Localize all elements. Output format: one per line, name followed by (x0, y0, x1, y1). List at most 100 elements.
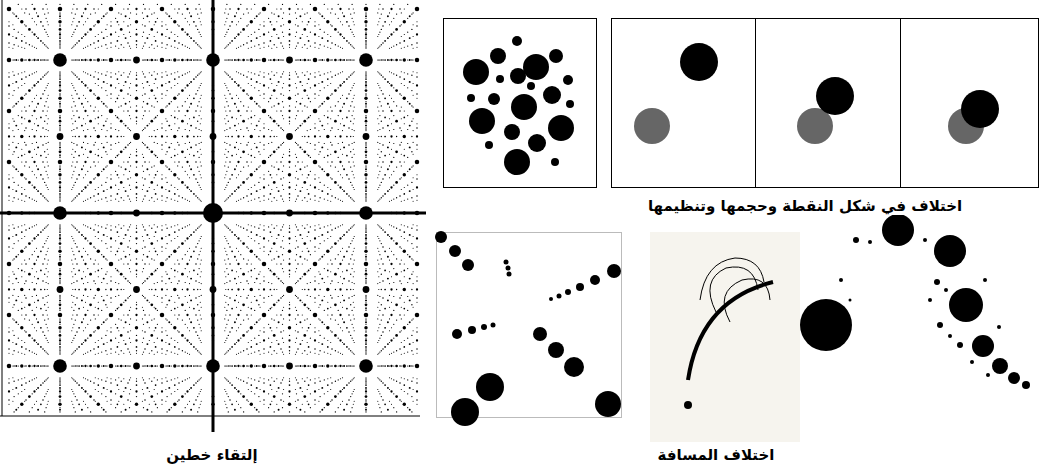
lattice-dot (160, 109, 165, 114)
lattice-dot (403, 288, 406, 291)
lattice-dot (288, 314, 290, 316)
lattice-dot (13, 182, 14, 183)
lattice-dot (144, 127, 146, 129)
lattice-dot (25, 93, 27, 95)
lattice-dot (97, 288, 100, 291)
lattice-dot (25, 297, 27, 299)
lattice-dot (127, 161, 129, 163)
lattice-dot (308, 289, 310, 291)
lattice-dot (40, 231, 42, 233)
lattice-dot (59, 228, 60, 229)
lattice-dot (237, 237, 239, 239)
lattice-dot (42, 399, 44, 401)
lattice-dot (387, 278, 389, 280)
lattice-dot (155, 365, 157, 367)
lattice-dot (197, 228, 198, 229)
lattice-dot (146, 146, 148, 148)
lattice-dot (127, 246, 129, 248)
lattice-dot (339, 59, 341, 61)
lattice-dot (365, 76, 367, 78)
lattice-dot (242, 395, 245, 398)
lattice-dot (84, 186, 86, 188)
lattice-dot (110, 246, 112, 248)
lattice-dot (110, 42, 112, 44)
lattice-dot (136, 197, 137, 198)
lattice-dot (8, 390, 10, 392)
lattice-dot (273, 120, 276, 123)
lattice-dot (59, 280, 61, 282)
lattice-dot (250, 135, 253, 138)
lattice-dot (234, 81, 236, 83)
lattice-dot (384, 346, 386, 348)
lattice-dot (81, 278, 83, 280)
lattice-dot (125, 81, 127, 83)
lattice-dot (58, 160, 63, 165)
lattice-dot (346, 270, 348, 272)
lattice-dot (160, 160, 165, 165)
lattice-dot (59, 84, 61, 86)
lattice-dot (395, 395, 398, 398)
lattice-dot (313, 364, 318, 369)
lattice-dot (121, 197, 122, 198)
lattice-dot (59, 348, 61, 350)
lattice-dot (42, 195, 44, 197)
lattice-dot (299, 321, 301, 323)
lattice-dot (197, 13, 198, 14)
lattice-dot (195, 161, 197, 163)
lattice-dot (75, 136, 76, 137)
lattice-dot (136, 40, 138, 42)
lattice-dot (331, 127, 333, 129)
lattice-dot (403, 326, 406, 329)
lattice-dot (186, 365, 188, 367)
lattice-dot (166, 90, 167, 91)
lattice-dot (144, 76, 146, 78)
lattice-dot (173, 326, 176, 329)
lattice-dot (13, 381, 14, 382)
lattice-dot (125, 125, 127, 127)
lattice-dot (40, 59, 42, 61)
lattice-dot (229, 280, 231, 282)
lattice-dot (97, 384, 99, 386)
lattice-dot (299, 343, 301, 345)
lattice-dot (93, 110, 95, 112)
lattice-dot (150, 181, 153, 184)
lattice-dot (44, 136, 45, 137)
lattice-dot (8, 93, 10, 95)
lattice-dot (42, 110, 44, 112)
lattice-dot (97, 173, 100, 176)
lattice-dot (133, 286, 140, 293)
lattice-dot (403, 384, 405, 386)
lattice-dot (197, 166, 198, 167)
lattice-dot (297, 229, 299, 231)
lattice-dot (195, 59, 197, 61)
lattice-dot (89, 303, 92, 306)
lattice-dot (90, 166, 91, 167)
lattice-dot (278, 15, 280, 17)
lattice-dot (365, 84, 367, 86)
lattice-dot (136, 13, 137, 14)
lattice-dot (395, 273, 398, 276)
lattice-dot (78, 59, 80, 61)
lattice-dot (33, 33, 35, 35)
lattice-dot (308, 21, 310, 23)
lattice-dot (7, 262, 12, 267)
lattice-dot (59, 390, 61, 392)
lattice-dot (299, 299, 301, 301)
lattice-dot (409, 365, 411, 367)
lattice-dot (387, 103, 389, 105)
lattice-dot (58, 250, 61, 253)
lattice-dot (308, 346, 310, 348)
lattice-dot (190, 146, 192, 148)
lattice-dot (297, 93, 299, 95)
lattice-dot (182, 289, 183, 290)
lattice-dot (75, 411, 76, 412)
lattice-dot (29, 411, 30, 412)
lattice-dot (40, 365, 42, 367)
lattice-dot (166, 29, 167, 30)
lattice-dot (59, 273, 62, 276)
lattice-dot (13, 396, 14, 397)
lattice-dot (234, 146, 236, 148)
lattice-dot (58, 313, 63, 318)
lattice-dot (33, 110, 35, 112)
